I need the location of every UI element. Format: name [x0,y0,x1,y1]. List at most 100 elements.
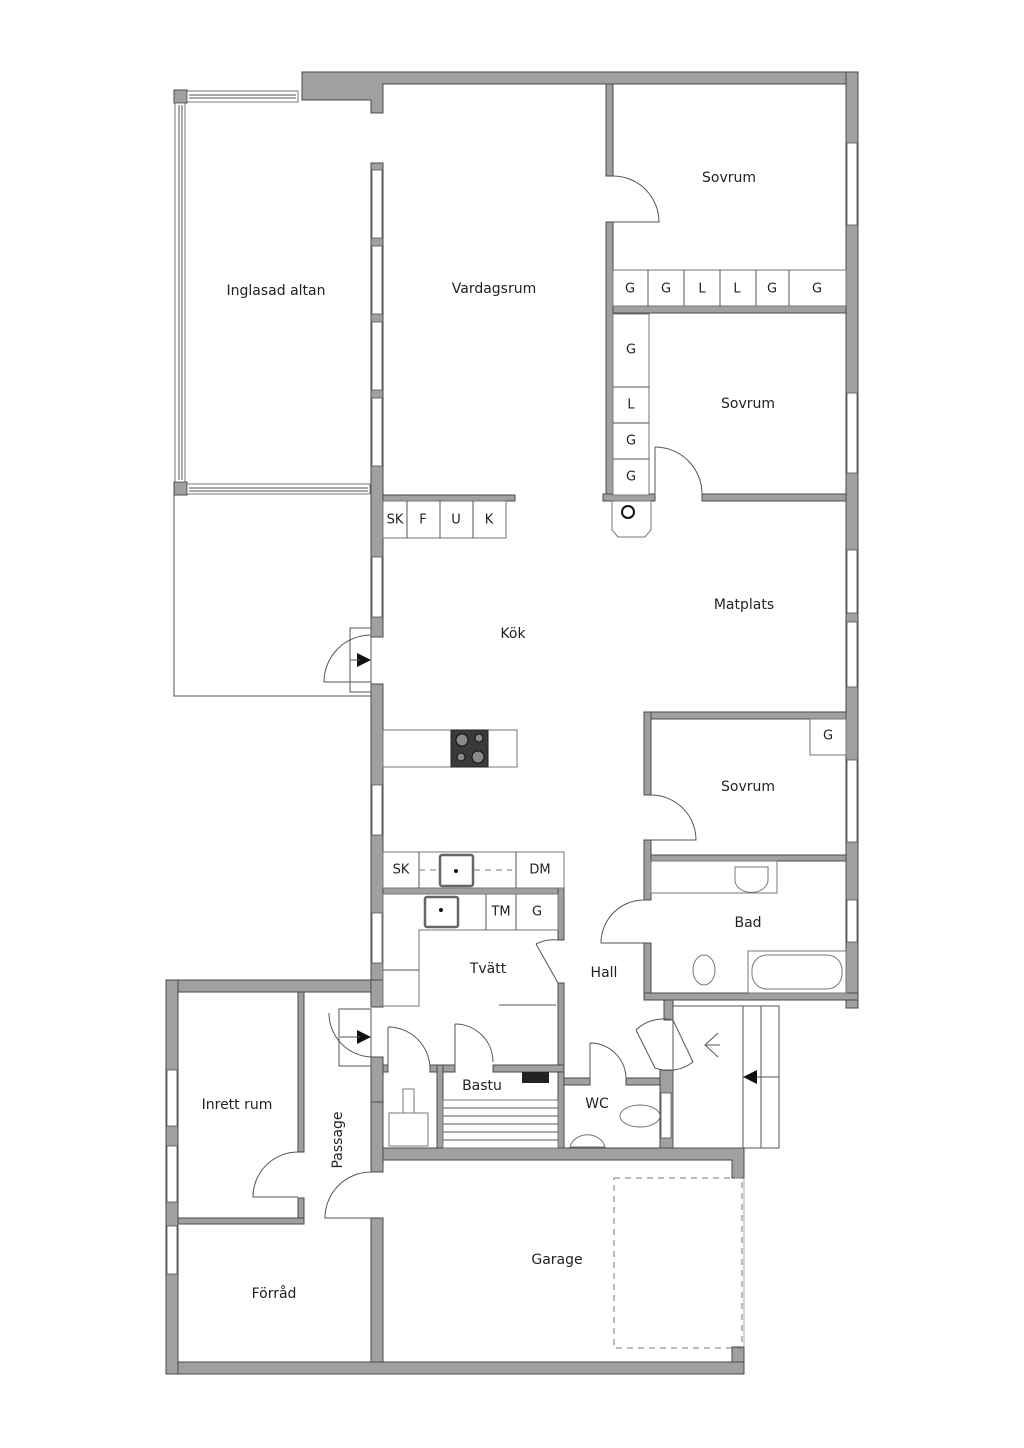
fixtures [382,269,847,1149]
room-label-wc: WC [585,1096,609,1112]
walls [165,71,859,1375]
room-label-garage: Garage [531,1252,583,1268]
window-tvatt [371,912,383,964]
closet-label: G [625,469,637,485]
wall-garage-top [370,1147,745,1179]
wall-bad-west [643,942,652,1001]
wall-wc-top-b [625,1077,661,1086]
closet-label: L [627,397,635,413]
kitchen-island [382,729,518,768]
wall-passage-east [370,1101,384,1173]
laundry-unit-label: G [531,904,543,920]
room-label-sovrum-1: Sovrum [701,170,757,186]
window-matplats-2 [846,621,858,688]
window-inrett-1 [166,1069,178,1127]
altan-corner-bl [173,481,188,496]
room-label-sovrum-3: Sovrum [720,779,776,795]
door-passage-frame [338,1008,372,1067]
wall-sovrum1-west-upper [605,83,614,177]
wc-toilet-icon [619,1104,661,1128]
closet-label: G [822,728,834,744]
wall-garage-bottom [165,1361,745,1375]
room-label-bastu: Bastu [462,1078,502,1094]
wall-kitchen-laundry [382,887,565,895]
closet-label: G [811,281,823,297]
window-sovrum2 [846,392,858,474]
wall-laundry-east-a [557,887,565,941]
wall-annex-east [370,1056,384,1103]
wall-sovrum3-west-a [643,711,652,796]
laundry-sink-icon [423,895,460,929]
door-entry [635,1018,694,1071]
room-label-bad: Bad [734,915,762,931]
room-label-forrad: Förråd [251,1286,297,1302]
wall-top [301,71,859,114]
window-altan-top [186,90,299,103]
wall-bad-top [650,854,847,862]
kitchen-unit-label: DM [529,862,551,878]
window-sovrum1 [846,142,858,226]
room-label-kok: Kök [500,626,526,642]
room-label-hall: Hall [590,965,618,981]
closet-label: G [625,342,637,358]
wall-sovrum2-bottom-b [701,493,847,502]
closet-label: L [733,281,741,297]
wall-inrett-east-a [297,991,305,1153]
closet-label: L [698,281,706,297]
wall-kitchen-upper [382,494,516,502]
room-label-passage: Passage [330,1111,346,1169]
door-passage-top [328,1012,372,1058]
doors [252,175,703,1219]
door-kitchen-arrow [357,653,371,667]
fireplace-stove-icon [621,505,635,519]
window-altan-bottom [186,483,371,495]
sauna-heater-icon [522,1072,549,1083]
thin-lines [173,495,780,1349]
windows [166,90,858,1275]
bath-sink-icon [734,866,769,893]
door-sovrum3 [650,794,697,841]
wall-bastu-west [436,1064,444,1149]
window-kok-1 [371,556,383,618]
entry-arrow-filled [743,1070,757,1084]
wall-wc-top-a [563,1077,591,1086]
altan-corner-tl [173,89,188,104]
door-bad [600,899,645,944]
room-label-inrett-rum: Inrett rum [201,1097,273,1113]
bathtub-icon [751,954,843,990]
wall-sovrum3-west-b [643,839,652,901]
door-wc [589,1042,627,1081]
window-vardagsrum-1 [371,169,383,239]
kitchen-unit-label: SK [386,512,404,528]
window-forrad [166,1225,178,1275]
window-vardagsrum-4 [371,397,383,467]
closet-label: G [660,281,672,297]
room-label-inglasad-altan: Inglasad altan [226,283,326,299]
wall-annex-top [165,979,384,993]
window-inrett-2 [166,1145,178,1203]
wall-garage-west [370,1217,384,1369]
door-inrett-rum [252,1151,299,1198]
window-vardagsrum-3 [371,321,383,391]
room-label-sovrum-2: Sovrum [720,396,776,412]
bath-toilet-icon [692,954,716,986]
closet-label: G [624,281,636,297]
laundry-unit-label: TM [491,904,511,920]
window-matplats-1 [846,549,858,614]
wall-sovrum3-top [643,711,847,720]
kitchen-unit-label: F [419,512,427,528]
kitchen-unit-label: K [484,512,494,528]
wall-annex-top-b [370,979,384,1008]
window-bad [846,899,858,943]
wall-bad-bottom [643,992,859,1001]
garage-door-outline [613,1177,743,1349]
door-sovrum2 [654,446,703,495]
wall-entry-west [663,999,674,1021]
closet-label: G [766,281,778,297]
wc-sink-icon [569,1134,606,1148]
window-altan-left [174,102,186,483]
room-label-tvatt: Tvätt [469,961,507,977]
room-label-vardagsrum: Vardagsrum [451,281,537,297]
kitchen-unit-label: U [451,512,461,528]
